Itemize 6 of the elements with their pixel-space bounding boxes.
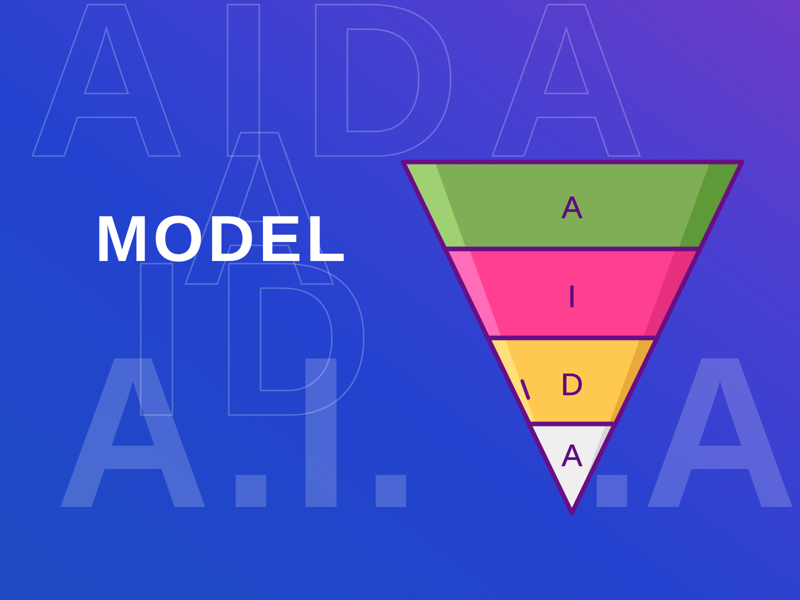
funnel-segment: [442, 246, 703, 341]
segment-letter: D: [560, 374, 584, 396]
segment-letter: A: [562, 197, 582, 219]
funnel-segment: [400, 159, 745, 252]
segment-letter: I: [568, 286, 576, 308]
segment-letter: A: [562, 445, 582, 467]
